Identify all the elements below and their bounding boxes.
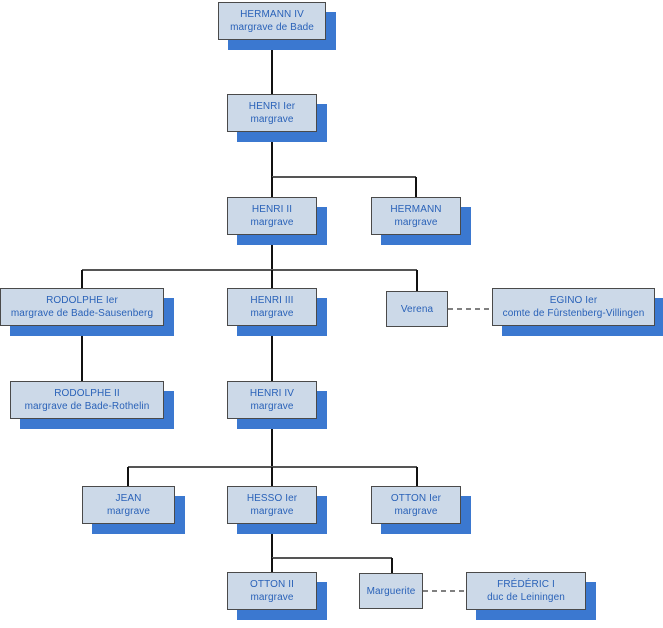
node-rodolphe2-title: margrave de Bade-Rothelin — [24, 401, 150, 412]
node-marguerite[interactable]: Marguerite — [359, 573, 423, 609]
node-henri4[interactable]: HENRI IV margrave — [227, 381, 317, 419]
node-egino1[interactable]: EGINO Ier comte de Fûrstenberg-Villingen — [492, 288, 655, 326]
node-rodolphe2[interactable]: RODOLPHE II margrave de Bade-Rothelin — [10, 381, 164, 419]
node-otton2[interactable]: OTTON II margrave — [227, 572, 317, 610]
node-frederic1[interactable]: FRÉDÉRIC I duc de Leiningen — [466, 572, 586, 610]
node-henri3[interactable]: HENRI III margrave — [227, 288, 317, 326]
node-jean-name: JEAN — [115, 493, 142, 504]
node-hermann[interactable]: HERMANN margrave — [371, 197, 461, 235]
node-egino1-name: EGINO Ier — [549, 295, 598, 306]
node-otton1[interactable]: OTTON Ier margrave — [371, 486, 461, 524]
node-henri1-title: margrave — [250, 114, 294, 125]
node-henri1-name: HENRI Ier — [248, 101, 296, 112]
node-hesso1-name: HESSO Ier — [246, 493, 298, 504]
node-henri2-name: HENRI II — [251, 204, 293, 215]
node-otton1-name: OTTON Ier — [390, 493, 442, 504]
node-frederic1-name: FRÉDÉRIC I — [497, 579, 555, 590]
node-otton1-title: margrave — [394, 506, 438, 517]
node-hermann-title: margrave — [394, 217, 438, 228]
node-hesso1[interactable]: HESSO Ier margrave — [227, 486, 317, 524]
node-henri3-title: margrave — [250, 308, 294, 319]
node-henri4-title: margrave — [250, 401, 294, 412]
node-hesso1-title: margrave — [250, 506, 294, 517]
node-otton2-title: margrave — [250, 592, 294, 603]
node-hermann4[interactable]: HERMANN IV margrave de Bade — [218, 2, 326, 40]
node-henri1[interactable]: HENRI Ier margrave — [227, 94, 317, 132]
node-rodolphe1-title: margrave de Bade-Sausenberg — [10, 308, 154, 319]
node-rodolphe1[interactable]: RODOLPHE Ier margrave de Bade-Sausenberg — [0, 288, 164, 326]
node-verena[interactable]: Verena — [386, 291, 448, 327]
node-verena-name: Verena — [400, 303, 434, 315]
node-rodolphe2-name: RODOLPHE II — [54, 388, 120, 399]
node-hermann4-title: margrave de Bade — [230, 22, 314, 33]
node-henri3-name: HENRI III — [250, 295, 294, 306]
node-frederic1-title: duc de Leiningen — [487, 592, 565, 603]
node-henri4-name: HENRI IV — [249, 388, 295, 399]
node-henri2-title: margrave — [250, 217, 294, 228]
node-marguerite-name: Marguerite — [366, 585, 416, 597]
node-hermann4-name: HERMANN IV — [240, 9, 304, 20]
node-jean[interactable]: JEAN margrave — [82, 486, 175, 524]
node-egino1-title: comte de Fûrstenberg-Villingen — [502, 308, 645, 319]
node-otton2-name: OTTON II — [250, 579, 294, 590]
node-henri2[interactable]: HENRI II margrave — [227, 197, 317, 235]
node-jean-title: margrave — [106, 506, 151, 517]
node-rodolphe1-name: RODOLPHE Ier — [46, 295, 118, 306]
node-hermann-name: HERMANN — [390, 204, 442, 215]
